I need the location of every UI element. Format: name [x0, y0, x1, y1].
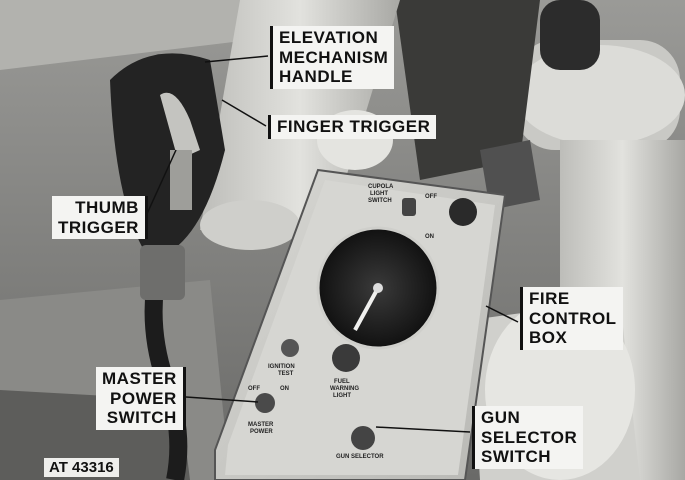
panel-on-top: ON	[425, 234, 434, 240]
callout-master-power-switch: MASTER POWER SWITCH	[96, 367, 186, 430]
callout-line: GUN	[481, 408, 521, 427]
gauge-hub	[373, 283, 383, 293]
master-power-toggle	[255, 393, 275, 413]
ignition-test-switch	[281, 339, 299, 357]
finger-trigger-lever	[160, 92, 200, 160]
leader-gun	[375, 426, 471, 433]
panel-on-master: ON	[280, 386, 289, 392]
callout-gun-selector-switch: GUN SELECTOR SWITCH	[472, 406, 584, 469]
gauge-needle	[353, 287, 380, 331]
callout-line: ELEVATION	[279, 28, 379, 47]
callout-finger-trigger: FINGER TRIGGER	[268, 115, 437, 139]
panel-cupola-2: LIGHT	[370, 191, 388, 197]
panel-off-master: OFF	[248, 386, 260, 392]
callout-elevation-mechanism-handle: ELEVATION MECHANISM HANDLE	[270, 26, 395, 89]
leader-master	[185, 396, 259, 403]
callout-line: TRIGGER	[58, 217, 139, 237]
panel-master-1: MASTER	[248, 422, 274, 428]
panel-fuel-2: WARNING	[330, 386, 359, 392]
callout-line: CONTROL	[529, 308, 617, 328]
panel-gun-selector: GUN SELECTOR	[336, 454, 384, 460]
leader-lines	[145, 55, 519, 433]
right-knob	[540, 0, 600, 70]
pipe-bracket	[480, 140, 540, 210]
callout-line: BOX	[529, 328, 568, 348]
callout-line: SWITCH	[106, 408, 177, 428]
cable-connector	[140, 245, 185, 300]
fuel-warning-light	[332, 344, 360, 372]
figure-code: AT 43316	[44, 458, 119, 477]
callout-line: SELECTOR	[481, 427, 578, 447]
right-cylinder-cap	[515, 45, 685, 145]
leader-finger	[221, 99, 267, 127]
callout-line: FIRE	[529, 289, 570, 308]
leader-thumb	[145, 149, 177, 217]
panel-cupola-1: CUPOLA	[368, 184, 394, 190]
panel-fuel-3: LIGHT	[333, 393, 351, 399]
callout-line: FINGER TRIGGER	[277, 117, 431, 136]
panel-master-2: POWER	[250, 429, 273, 435]
callout-fire-control-box: FIRE CONTROL BOX	[520, 287, 623, 350]
callout-line: MASTER	[102, 369, 177, 388]
callout-line: MECHANISM	[279, 47, 389, 67]
elevation-tube-end	[200, 200, 300, 250]
panel-fuel-1: FUEL	[334, 379, 350, 385]
callout-thumb-trigger: THUMB TRIGGER	[52, 196, 148, 240]
cupola-switch	[402, 198, 416, 216]
panel-ignition-2: TEST	[278, 371, 294, 377]
cupola-indicator	[449, 198, 477, 226]
leader-fire	[485, 305, 519, 323]
panel-off-top: OFF	[425, 194, 437, 200]
leader-elevation	[204, 55, 269, 63]
callout-line: SWITCH	[481, 447, 552, 467]
panel-ignition-1: IGNITION	[268, 364, 295, 370]
panel-cupola-3: SWITCH	[368, 198, 392, 204]
callout-line: POWER	[110, 388, 177, 408]
callout-line: HANDLE	[279, 67, 353, 87]
gun-selector-knob	[351, 426, 375, 450]
thumb-trigger-stem	[170, 150, 192, 210]
gauge-rim	[316, 226, 440, 350]
upper-plate	[0, 0, 260, 70]
callout-line: THUMB	[75, 198, 139, 217]
